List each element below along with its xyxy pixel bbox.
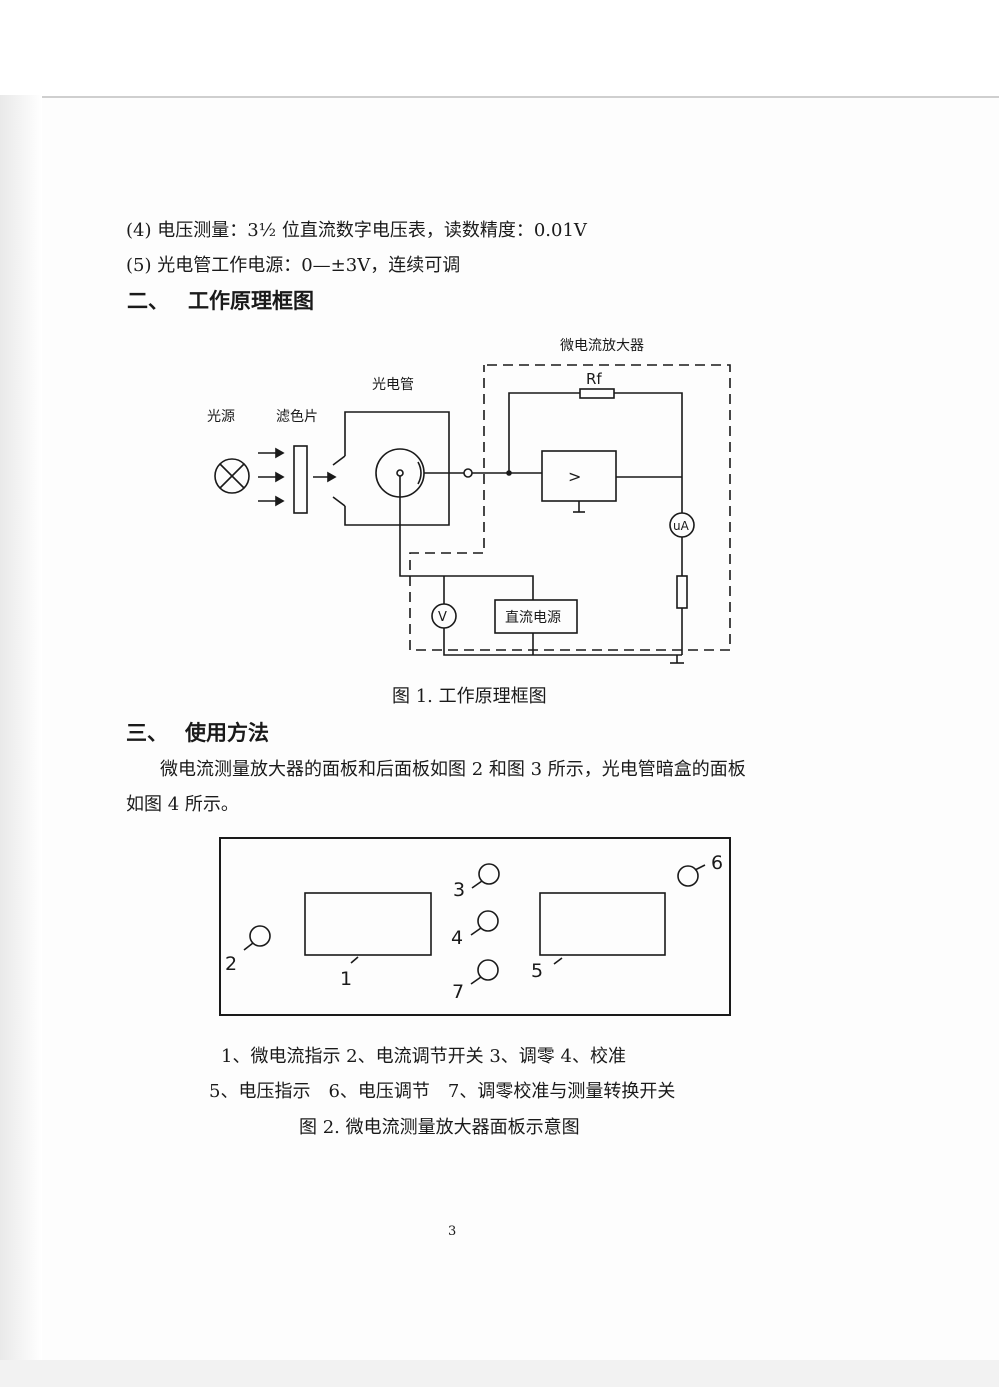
feedback-resistor <box>579 388 615 399</box>
section3-paragraph-line1: 微电流测量放大器的面板和后面板如图 2 和图 3 所示，光电管暗盒的面板 <box>160 759 746 780</box>
load-resistor <box>676 575 688 609</box>
circuit-wires <box>399 392 684 664</box>
label-filter: 滤色片 <box>276 408 318 425</box>
filter-plate <box>293 445 308 514</box>
light-arrows <box>258 447 337 507</box>
voltmeter-icon <box>431 603 457 629</box>
lamp-icon <box>214 458 250 494</box>
spec-line-power: (5) 光电管工作电源：0—±3V，连续可调 <box>126 255 461 276</box>
page-number: 3 <box>448 1224 457 1239</box>
section3-paragraph-line2: 如图 4 所示。 <box>126 794 239 815</box>
label-rf: Rf <box>586 370 602 388</box>
label-voltmeter: V <box>438 610 447 625</box>
amplifier-block <box>541 450 617 513</box>
junction-dot <box>506 470 512 476</box>
label-amplifier: 微电流放大器 <box>560 338 644 354</box>
figure2-caption: 图 2. 微电流测量放大器面板示意图 <box>299 1117 580 1138</box>
section3-number: 三、 <box>126 721 168 745</box>
figure2-legend-line2: 5、电压指示 6、电压调节 7、调零校准与测量转换开关 <box>209 1081 676 1102</box>
figure1-caption: 图 1. 工作原理框图 <box>392 686 547 707</box>
label-dc-supply: 直流电源 <box>505 609 561 626</box>
scan-binding-edge <box>0 95 42 1360</box>
dc-supply-box <box>494 599 578 634</box>
microammeter-icon <box>669 512 695 538</box>
label-light-source: 光源 <box>207 409 235 425</box>
scan-bottom-margin <box>0 1360 999 1387</box>
section3-title: 使用方法 <box>185 721 269 745</box>
spec-line-voltage: (4) 电压测量：3½ 位直流数字电压表，读数精度：0.01V <box>126 220 587 241</box>
label-microammeter: uA <box>673 519 690 533</box>
figure2-legend-line1: 1、微电流指示 2、电流调节开关 3、调零 4、校准 <box>221 1046 626 1067</box>
amp-symbol: > <box>568 467 581 486</box>
section2-number: 二、 <box>127 289 169 313</box>
phototube-box <box>332 411 450 526</box>
label-phototube: 光电管 <box>372 377 414 393</box>
scan-top-margin <box>0 0 999 98</box>
section2-title: 工作原理框图 <box>188 289 314 313</box>
amplifier-dashed-boundary <box>409 364 731 651</box>
